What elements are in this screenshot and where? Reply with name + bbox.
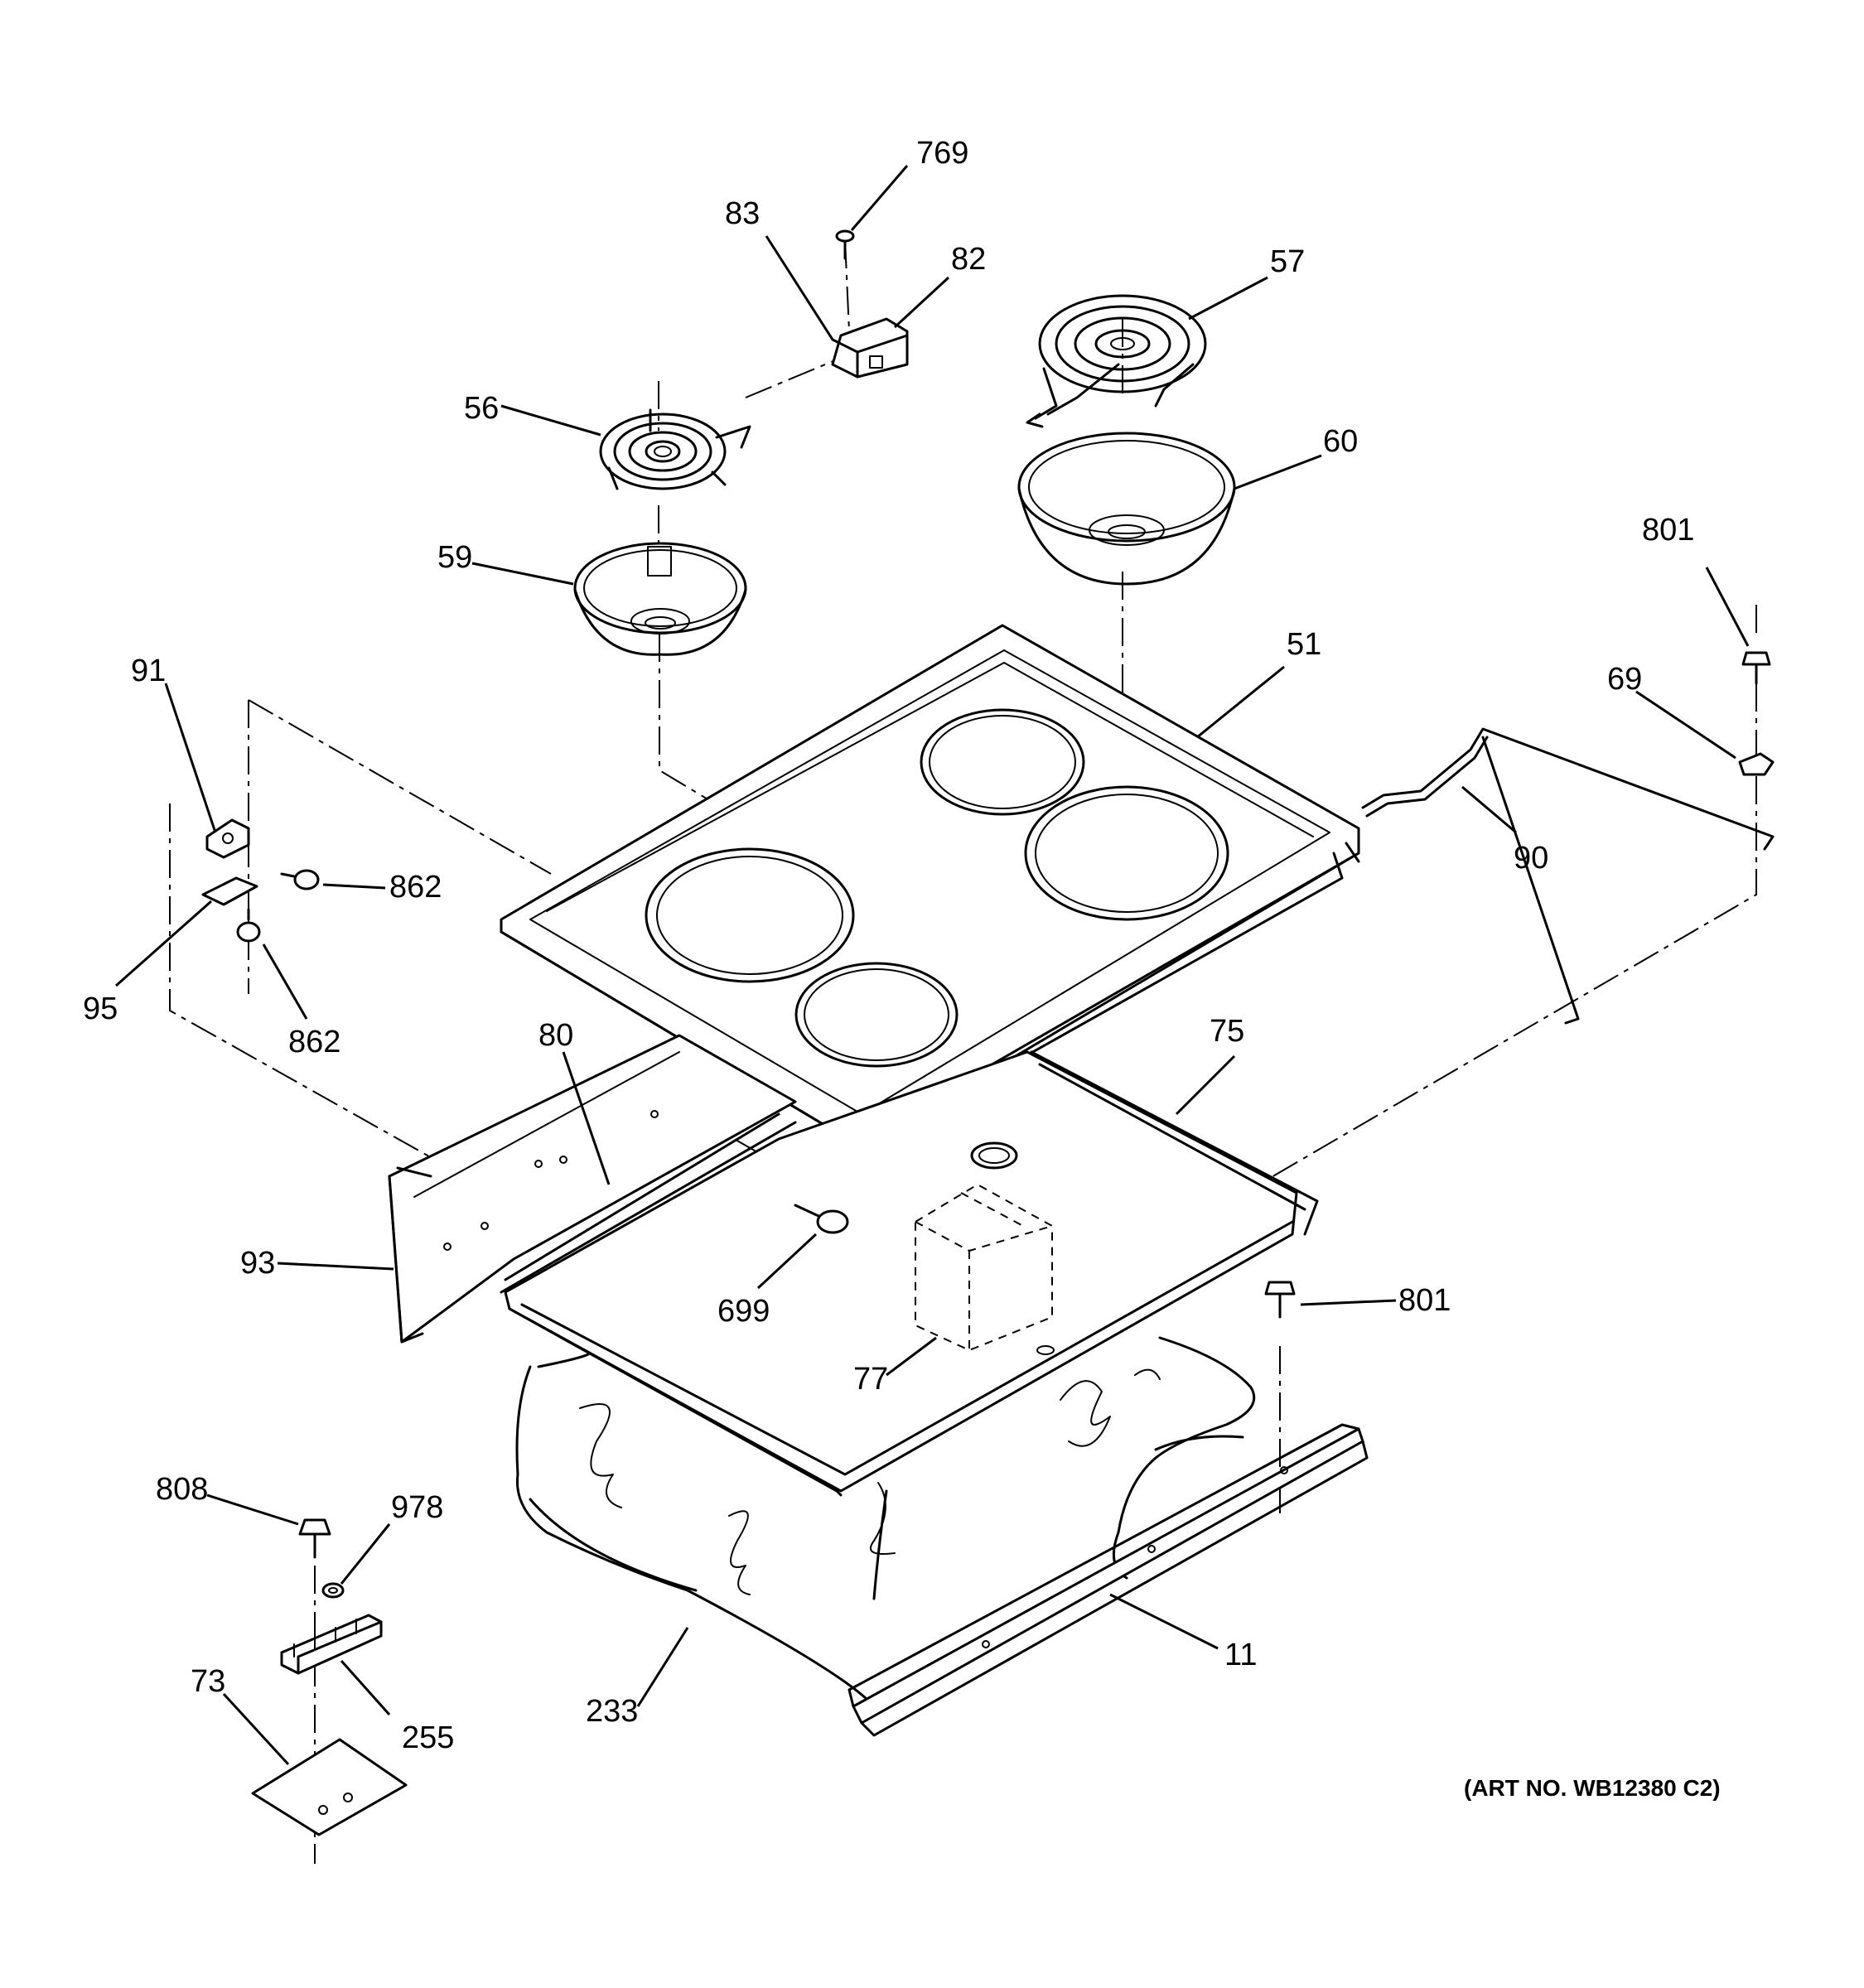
callout-56: 56 bbox=[464, 391, 499, 426]
part-862-screw-b bbox=[236, 908, 261, 943]
callout-83: 83 bbox=[725, 196, 760, 231]
callout-75: 75 bbox=[1210, 1014, 1244, 1049]
callout-862-a: 862 bbox=[389, 870, 442, 905]
part-801-screw-lower bbox=[1264, 1281, 1296, 1319]
part-808-screw bbox=[298, 1518, 331, 1559]
part-90-rod bbox=[1361, 727, 1775, 1025]
part-862-screw-a bbox=[280, 869, 320, 890]
part-255-terminal-block bbox=[280, 1614, 383, 1675]
callout-91: 91 bbox=[131, 654, 166, 688]
callout-51: 51 bbox=[1287, 627, 1321, 662]
part-57-large-surface-element bbox=[1026, 294, 1207, 428]
callout-57: 57 bbox=[1270, 244, 1305, 279]
callout-95: 95 bbox=[83, 992, 118, 1026]
part-69-clip bbox=[1738, 752, 1775, 776]
callout-82: 82 bbox=[951, 242, 986, 277]
callout-59: 59 bbox=[437, 540, 472, 575]
callout-801-top: 801 bbox=[1642, 513, 1694, 548]
callout-801-lower: 801 bbox=[1398, 1283, 1451, 1318]
part-56-small-surface-element bbox=[599, 408, 751, 490]
part-769-screw bbox=[835, 229, 855, 260]
callout-233: 233 bbox=[586, 1694, 638, 1729]
part-60-large-drip-pan bbox=[1017, 432, 1236, 586]
callout-60: 60 bbox=[1323, 424, 1358, 459]
callout-11: 11 bbox=[1224, 1638, 1257, 1672]
part-93-side-bracket bbox=[388, 1034, 797, 1344]
part-75-frame bbox=[500, 1050, 1319, 1497]
callout-90: 90 bbox=[1514, 841, 1548, 876]
callout-769: 769 bbox=[916, 136, 968, 171]
callout-862-b: 862 bbox=[288, 1025, 340, 1059]
part-801-screw-top bbox=[1741, 651, 1771, 685]
part-699-screw bbox=[794, 1204, 849, 1234]
part-91-bracket bbox=[205, 818, 250, 859]
part-95-plate bbox=[201, 876, 258, 906]
part-51-cooktop bbox=[500, 624, 1360, 1149]
callout-80: 80 bbox=[538, 1018, 573, 1053]
leader-lines bbox=[115, 165, 1750, 1766]
callout-93: 93 bbox=[240, 1246, 275, 1281]
callout-808: 808 bbox=[156, 1472, 208, 1507]
part-233-insulation bbox=[515, 1336, 1256, 1708]
callout-77: 77 bbox=[853, 1362, 888, 1397]
part-11-front-rail bbox=[847, 1423, 1369, 1737]
art-number: (ART NO. WB12380 C2) bbox=[1464, 1775, 1721, 1801]
callout-69: 69 bbox=[1607, 662, 1642, 697]
part-73-pad bbox=[251, 1738, 408, 1836]
callout-699: 699 bbox=[717, 1294, 770, 1329]
callout-labels: 769 83 82 57 56 60 59 801 91 51 69 862 9… bbox=[83, 136, 1721, 1801]
callout-255: 255 bbox=[402, 1720, 454, 1755]
callout-978: 978 bbox=[391, 1490, 443, 1525]
callout-73: 73 bbox=[191, 1664, 225, 1699]
part-82-terminal-block bbox=[831, 317, 909, 379]
part-978-nut bbox=[321, 1582, 345, 1599]
part-59-small-drip-pan bbox=[573, 542, 747, 656]
part-77-box bbox=[915, 1183, 1053, 1352]
